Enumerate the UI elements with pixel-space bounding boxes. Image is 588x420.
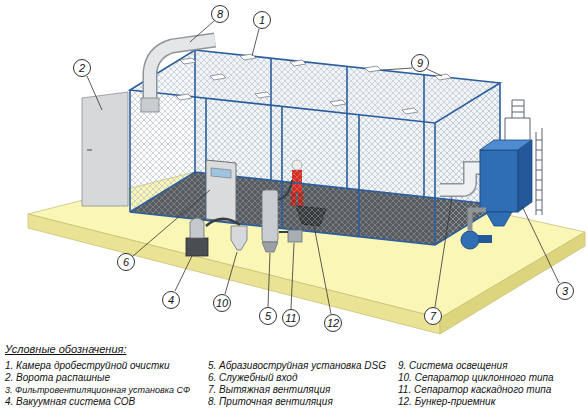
blast-hose bbox=[278, 180, 292, 200]
gate-handle bbox=[87, 149, 92, 151]
legend-entry: 6. Служебный вход bbox=[208, 372, 297, 384]
chamber-frame bbox=[130, 50, 500, 245]
exhaust-duct bbox=[440, 168, 482, 190]
legend-entry: 10. Сепаратор циклонного типа bbox=[398, 372, 554, 384]
filter-unit bbox=[480, 150, 518, 212]
legend-heading: Условные обозначения: bbox=[5, 343, 126, 355]
callout-number: 5 bbox=[259, 307, 277, 325]
callout-number: 8 bbox=[211, 5, 229, 23]
callout-number: 12 bbox=[324, 314, 342, 332]
vacuum-system bbox=[190, 218, 204, 238]
legend-entry: 9. Система освещения bbox=[398, 360, 507, 372]
hose bbox=[206, 219, 240, 226]
callout-number: 1 bbox=[253, 11, 271, 29]
exhaust-fan bbox=[461, 231, 479, 249]
supply-duct bbox=[150, 40, 215, 100]
vacuum-system bbox=[186, 238, 208, 256]
door-window bbox=[211, 168, 231, 178]
callout-number: 6 bbox=[117, 253, 135, 271]
service-door bbox=[206, 160, 236, 222]
legend-entry: 3. Фильтровентиляционная установка СФ bbox=[5, 384, 190, 396]
legend-entry: 8. Приточная вентиляция bbox=[208, 396, 333, 408]
legend-entry: 5. Абразивоструйная установка DSG bbox=[208, 360, 386, 372]
cyclone-separator bbox=[231, 226, 247, 250]
pipe bbox=[279, 231, 288, 233]
blast-machine bbox=[262, 242, 278, 252]
legend-entry: 12. Бункер-приемник bbox=[398, 396, 495, 408]
legend-entry: 7. Вытяжная вентиляция bbox=[208, 384, 330, 396]
blast-machine bbox=[262, 190, 278, 242]
light-fixture bbox=[176, 54, 451, 114]
legend-entry: 11. Сепаратор каскадного типа bbox=[398, 384, 551, 396]
service-ladder bbox=[505, 100, 542, 215]
legend-entry: 1. Камера дробеструйной очистки bbox=[5, 360, 170, 372]
callout-number: 4 bbox=[162, 291, 180, 309]
callout-number: 11 bbox=[282, 309, 300, 327]
cascade-separator bbox=[288, 230, 302, 242]
filter-unit-side bbox=[518, 140, 532, 212]
legend-entry: 2. Ворота распашные bbox=[5, 372, 110, 384]
fan-outlet bbox=[478, 235, 492, 243]
floor-slab-side bbox=[440, 232, 585, 334]
callout-number: 10 bbox=[213, 294, 231, 312]
leader-line bbox=[87, 21, 559, 314]
callout-number: 3 bbox=[556, 282, 574, 300]
swing-gate bbox=[82, 92, 128, 206]
callout-number: 9 bbox=[411, 54, 429, 72]
callout-number: 2 bbox=[73, 59, 91, 77]
filter-hopper bbox=[486, 212, 512, 226]
callout-number: 7 bbox=[424, 307, 442, 325]
fan-duct bbox=[470, 210, 486, 231]
supply-duct bbox=[150, 40, 215, 100]
exhaust-duct bbox=[440, 168, 482, 190]
supply-grille bbox=[141, 98, 159, 112]
legend-entry: 4. Вакуумная система СОВ bbox=[5, 396, 135, 408]
